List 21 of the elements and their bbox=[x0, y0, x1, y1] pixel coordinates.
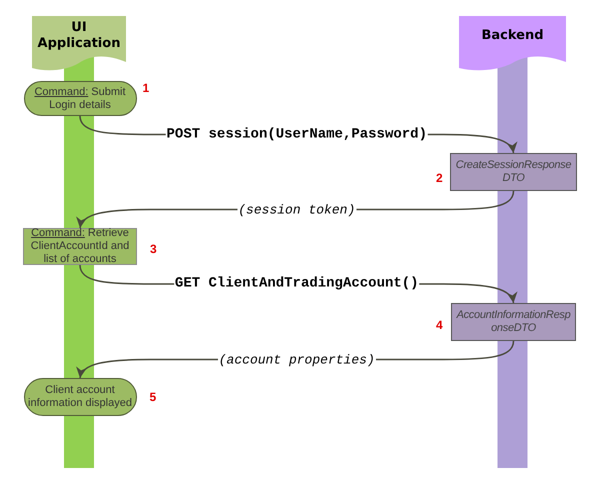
step-text: Client account information displayed bbox=[28, 384, 132, 410]
step-box bbox=[23, 228, 137, 265]
step-number: 4 bbox=[436, 319, 443, 331]
rounded-step-box bbox=[24, 81, 136, 116]
step-number: 1 bbox=[142, 82, 150, 94]
rounded-step-box bbox=[24, 378, 136, 416]
edge-label: (session token) bbox=[237, 202, 356, 217]
response-box bbox=[450, 153, 577, 191]
lifeline-title: UI Application bbox=[36, 20, 122, 52]
response-text: AccountInformationResponseDTO bbox=[455, 309, 572, 335]
edge-label: GET ClientAndTradingAccount() bbox=[174, 276, 420, 292]
response-text: CreateSessionResponse DTO bbox=[454, 159, 572, 185]
edge-label: POST session(UserName,Password) bbox=[166, 127, 428, 142]
step-number: 2 bbox=[436, 172, 443, 184]
step-number: 3 bbox=[150, 243, 157, 255]
step-text: Command: Retrieve ClientAccountId and list of accounts bbox=[30, 227, 130, 266]
edge-label: (account properties) bbox=[218, 352, 376, 367]
step-number: 5 bbox=[150, 391, 156, 403]
step-text: Command: Submit Login details bbox=[33, 86, 127, 112]
response-box bbox=[451, 303, 576, 341]
lifeline-title: Backend bbox=[480, 28, 545, 44]
